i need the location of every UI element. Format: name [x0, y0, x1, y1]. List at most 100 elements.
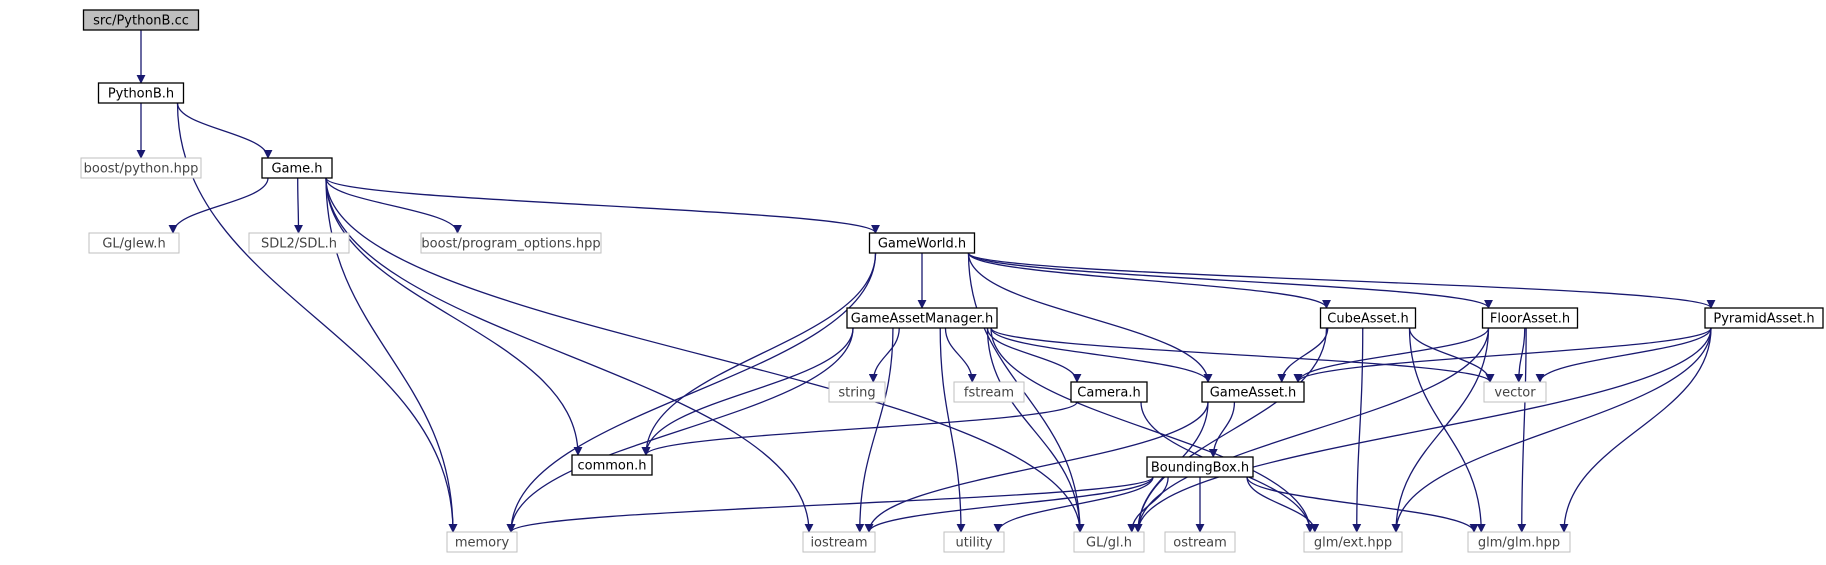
node-box — [1704, 307, 1824, 329]
node-string: string — [828, 381, 886, 403]
edge-gameassetmanager-h-to-glm-ext-hpp — [990, 327, 1315, 533]
node-label: boost/python.hpp — [84, 162, 199, 177]
edge-game-h-to-common-h — [325, 177, 583, 456]
node-label: common.h — [578, 459, 647, 474]
edge-game-h-to-iostream — [325, 177, 814, 533]
edge-gameworld-h-to-cubeasset-h — [967, 252, 1331, 309]
edge-gameassetmanager-h-to-camera-h — [986, 327, 1082, 383]
node-gameassetmanager-h[interactable]: GameAssetManager.h — [846, 307, 998, 329]
node-label: GameWorld.h — [878, 237, 966, 252]
node-floorasset-h[interactable]: FloorAsset.h — [1481, 307, 1579, 329]
node-box — [1319, 307, 1417, 329]
node-cubeasset-h[interactable]: CubeAsset.h — [1319, 307, 1417, 329]
node-gameworld-h[interactable]: GameWorld.h — [868, 232, 976, 254]
edge-gameworld-h-to-pyramidasset-h — [967, 252, 1716, 309]
node-box — [88, 232, 180, 254]
node-label: src/PythonB.cc — [93, 14, 189, 29]
node-box — [1073, 531, 1145, 553]
node-vector: vector — [1483, 381, 1547, 403]
node-box — [828, 381, 886, 403]
node-box — [571, 454, 653, 476]
node-gameasset-h[interactable]: GameAsset.h — [1201, 381, 1305, 403]
edge-pyramidasset-h-to-gameasset-h — [1293, 327, 1712, 383]
node-label: CubeAsset.h — [1327, 312, 1408, 327]
node-common-h[interactable]: common.h — [571, 454, 653, 476]
node-box — [80, 157, 202, 179]
node-box — [97, 82, 185, 104]
node-glm-glm-hpp: glm/glm.hpp — [1467, 531, 1571, 553]
edge-gameassetmanager-h-to-iostream — [855, 327, 894, 533]
node-label: vector — [1494, 386, 1536, 401]
edge-gameasset-h-to-boundingbox-h — [1208, 401, 1236, 458]
edge-boundingbox-h-to-memory — [506, 476, 1154, 533]
node-label: FloorAsset.h — [1490, 312, 1570, 327]
node-utility: utility — [943, 531, 1005, 553]
edge-cubeasset-h-to-glm-glm-hpp — [1408, 327, 1486, 533]
edge-gameassetmanager-h-to-utility — [939, 327, 966, 533]
edge-floorasset-h-to-vector — [1514, 327, 1526, 383]
node-pyramidasset-h[interactable]: PyramidAsset.h — [1704, 307, 1824, 329]
node-sdl2-sdl-h: SDL2/SDL.h — [248, 232, 350, 254]
node-box — [868, 232, 976, 254]
edge-boundingbox-h-to-gl-gl-h — [1127, 476, 1169, 533]
node-box — [1146, 456, 1254, 478]
edge-pyramidasset-h-to-vector — [1535, 327, 1712, 383]
node-iostream: iostream — [802, 531, 876, 553]
edge-cubeasset-h-to-vector — [1408, 327, 1495, 383]
node-box — [261, 157, 333, 179]
node-boundingbox-h[interactable]: BoundingBox.h — [1146, 456, 1254, 478]
node-label: BoundingBox.h — [1151, 461, 1249, 476]
edge-boundingbox-h-to-utility — [993, 476, 1154, 533]
node-label: PyramidAsset.h — [1713, 312, 1814, 327]
edge-boundingbox-h-to-glm-ext-hpp — [1246, 476, 1320, 533]
edge-gameworld-h-to-common-h — [641, 252, 877, 456]
node-label: boost/program_options.hpp — [421, 237, 600, 252]
node-gl-gl-h: GL/gl.h — [1073, 531, 1145, 553]
node-label: string — [838, 386, 875, 401]
node-box — [943, 531, 1005, 553]
node-label: fstream — [964, 386, 1014, 401]
node-ostream: ostream — [1164, 531, 1236, 553]
node-pythonb-h[interactable]: PythonB.h — [97, 82, 185, 104]
node-box — [802, 531, 876, 553]
node-box — [1070, 381, 1148, 403]
node-box — [1467, 531, 1571, 553]
node-src-pythonb-cc[interactable]: src/PythonB.cc — [82, 9, 200, 31]
edge-pyramidasset-h-to-glm-glm-hpp — [1559, 327, 1712, 533]
node-gl-glew-h: GL/glew.h — [88, 232, 180, 254]
edges-layer — [136, 29, 1716, 533]
edge-gameassetmanager-h-to-gl-gl-h — [986, 327, 1085, 533]
edge-game-h-to-sdl2-sdl-h — [293, 177, 303, 234]
edge-gameworld-h-to-floorasset-h — [967, 252, 1493, 309]
node-box — [1481, 307, 1579, 329]
node-box — [248, 232, 350, 254]
node-boost-program-options-hpp: boost/program_options.hpp — [420, 232, 602, 254]
node-label: iostream — [810, 536, 867, 551]
node-box — [1164, 531, 1236, 553]
edge-gameassetmanager-h-to-memory — [506, 327, 854, 533]
edge-pyramidasset-h-to-glm-ext-hpp — [1391, 327, 1712, 533]
edge-game-h-to-boost-program-options-hpp — [325, 177, 462, 234]
edge-boundingbox-h-to-iostream — [864, 476, 1154, 533]
node-game-h[interactable]: Game.h — [261, 157, 333, 179]
edge-camera-h-to-common-h — [641, 401, 1078, 456]
node-label: memory — [455, 536, 510, 551]
node-box — [420, 232, 602, 254]
node-label: GameAsset.h — [1210, 386, 1297, 401]
node-camera-h[interactable]: Camera.h — [1070, 381, 1148, 403]
node-label: Camera.h — [1077, 386, 1140, 401]
edge-pyramidasset-h-to-gl-gl-h — [1133, 327, 1712, 533]
node-boost-python-hpp: boost/python.hpp — [80, 157, 202, 179]
node-box — [1303, 531, 1403, 553]
edge-gameassetmanager-h-to-vector — [990, 327, 1495, 383]
node-box — [953, 381, 1025, 403]
node-label: glm/ext.hpp — [1314, 536, 1392, 551]
edge-floorasset-h-to-glm-glm-hpp — [1517, 327, 1527, 533]
node-fstream: fstream — [953, 381, 1025, 403]
edge-gameassetmanager-h-to-common-h — [641, 327, 854, 456]
node-label: ostream — [1173, 536, 1227, 551]
node-label: SDL2/SDL.h — [261, 237, 337, 252]
